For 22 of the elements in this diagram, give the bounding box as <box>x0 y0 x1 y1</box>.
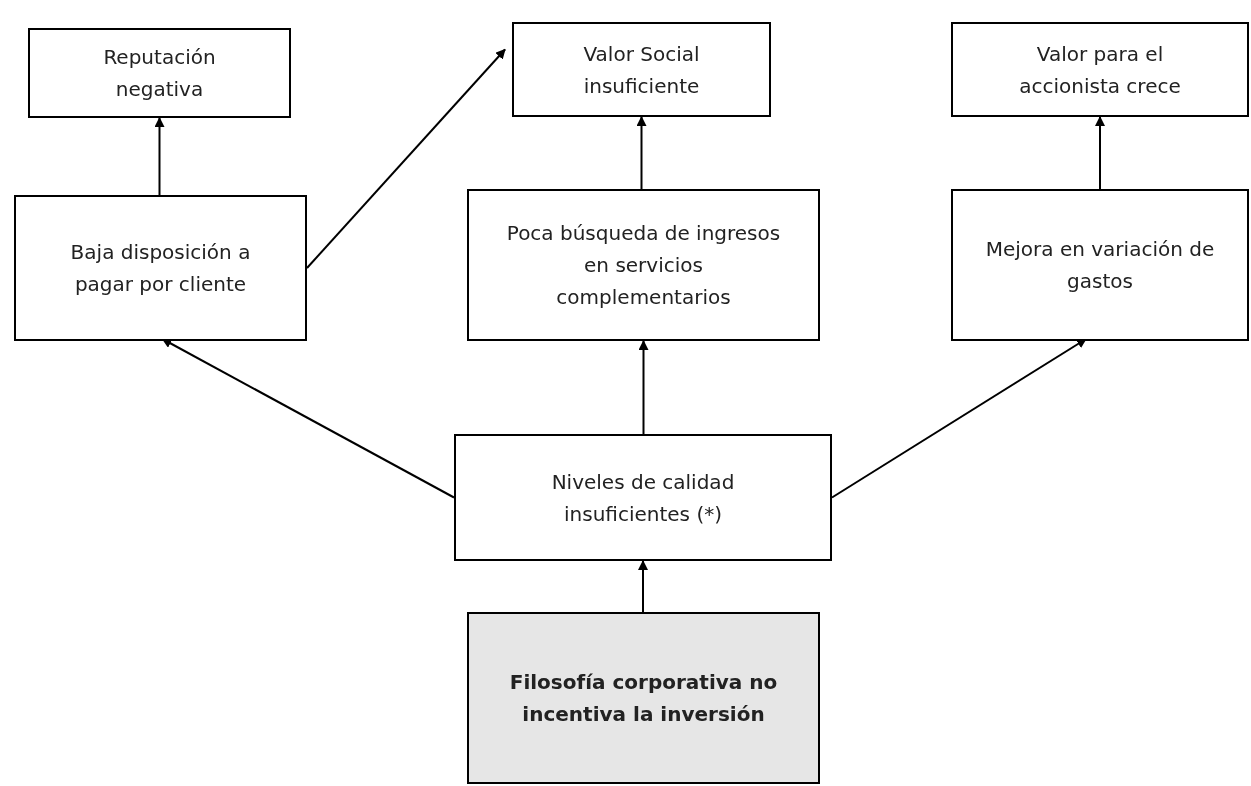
arrow <box>638 560 648 613</box>
process-box <box>28 28 291 118</box>
box-text: Niveles de calidad insuficientes (*) <box>550 468 736 528</box>
process-box <box>512 22 771 117</box>
process-box <box>467 189 820 341</box>
arrow <box>154 117 165 196</box>
root-cause-box <box>467 612 820 784</box>
box-text: Mejora en variación de gastos <box>984 236 1216 295</box>
arrow <box>638 340 649 435</box>
process-box <box>951 22 1249 117</box>
box-text: Poca búsqueda de ingresos en servicios complementarios <box>505 220 782 311</box>
box-text: Valor Social insuficiente <box>582 40 701 100</box>
process-box <box>454 434 832 561</box>
process-box <box>951 189 1249 341</box>
process-box <box>14 195 307 341</box>
arrow <box>636 116 647 190</box>
box-text: Baja disposición a pagar por cliente <box>69 239 252 298</box>
box-text: Reputación negativa <box>102 44 217 103</box>
box-text: Valor para el accionista crece <box>1018 40 1182 100</box>
arrow <box>306 48 506 269</box>
box-text: Filosofía corporativa no incentiva la inversión <box>508 669 779 728</box>
arrow <box>1095 116 1105 190</box>
